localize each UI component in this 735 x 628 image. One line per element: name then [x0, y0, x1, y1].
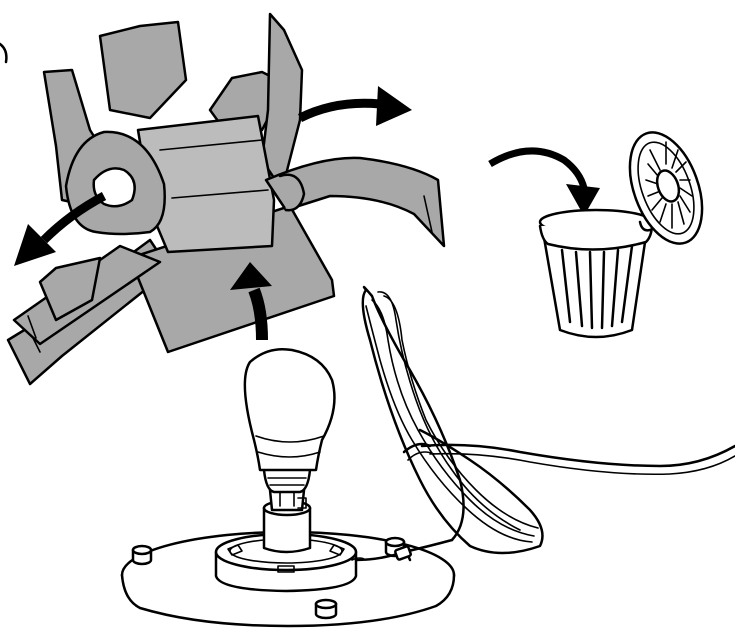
power-cord — [354, 285, 735, 562]
trash-bin-icon — [538, 131, 704, 339]
packaging-insert — [6, 12, 446, 386]
edge-fragment — [0, 42, 8, 64]
light-bulb — [243, 348, 336, 494]
discard-arrow — [488, 147, 600, 216]
unpack-arrow-right — [297, 86, 412, 126]
lamp-base — [120, 530, 456, 628]
unpack-arrow-up — [230, 262, 272, 341]
unpack-arrow-left — [14, 192, 107, 266]
lamp-socket — [262, 488, 312, 554]
trash-bin-lid — [628, 131, 704, 245]
